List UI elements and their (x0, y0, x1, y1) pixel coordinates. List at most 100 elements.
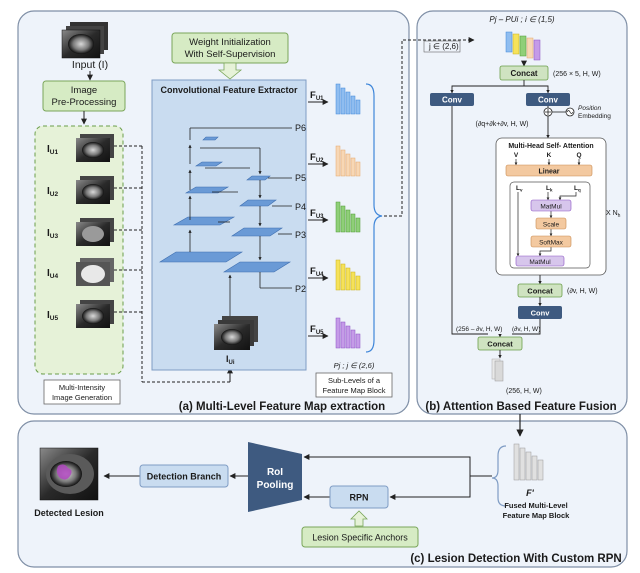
sublevel-label-box (315, 372, 393, 398)
lk-label: Lk (546, 185, 553, 193)
fused-brace (491, 445, 507, 507)
pyramid-level-labels: P6 P5 P4 P3 P2 (295, 123, 306, 294)
linear-label: Linear (538, 169, 559, 176)
conv2-box (518, 306, 562, 319)
svg-text:FU1: FU1 (310, 90, 324, 102)
weight-line2: With Self-Supervision (185, 49, 276, 60)
matmul-label: MatMul (540, 204, 562, 211)
linear-box (505, 164, 593, 177)
fusion-output-block (491, 358, 504, 382)
matmul-box (530, 199, 572, 212)
roi-pooling-shape (248, 442, 302, 512)
concat2-label: Concat (527, 287, 553, 296)
svg-text:IU3: IU3 (47, 228, 58, 240)
multi-intensity-label-box (43, 379, 121, 405)
feature-block-u4 (335, 259, 361, 291)
svg-text:P3: P3 (295, 230, 306, 240)
detected-label: Detected Lesion (34, 508, 104, 518)
conv-left-label: Conv (442, 96, 463, 105)
intensity-labels: IU1 IU2 IU3 IU4 IU5 (47, 144, 58, 322)
svg-text:P4: P4 (295, 202, 306, 212)
xn-label: X Nh (606, 210, 621, 219)
svg-text:FU4: FU4 (310, 266, 324, 278)
out-dim: (256, H, W) (506, 388, 542, 395)
ui-image-stack (214, 316, 258, 350)
matmul2-label: MatMul (529, 259, 551, 266)
intensity-image-u4 (76, 258, 114, 286)
intensity-image-u1 (76, 134, 114, 162)
feature-block-u5 (335, 317, 361, 349)
pyramid-right (222, 175, 292, 273)
lv-label: Lv (516, 185, 523, 193)
svg-text:IU2: IU2 (47, 186, 58, 198)
sublevel-line2: Feature Map Block (323, 386, 386, 395)
conv-box-right (526, 93, 570, 106)
concat-label: Concat (510, 69, 537, 78)
feature-brace (365, 83, 383, 353)
anchors-box (301, 526, 419, 548)
fprime-label: F' (526, 488, 534, 498)
detected-lesion-image (39, 447, 99, 501)
pyramid-left (158, 136, 244, 263)
sublevel-line1: Sub-Levels of a (328, 376, 381, 385)
dim-v2: (∂v, H, W) (512, 326, 540, 333)
conv-box-left (430, 93, 474, 106)
dim-left: (256 – ∂v, H, W) (456, 326, 502, 333)
j-range: j ∈ (2,6) (428, 42, 459, 51)
pyramid-arrows (188, 127, 292, 318)
fusion-input-block (505, 31, 541, 61)
dims-qkv: (∂q+∂k+∂v, H, W) (475, 121, 528, 128)
svg-text:P6: P6 (295, 123, 306, 133)
dim-v1: (∂v, H, W) (567, 288, 598, 295)
svg-text:IU1: IU1 (47, 144, 58, 156)
intensity-image-u3 (76, 218, 114, 246)
fused-line2: Feature Map Block (503, 511, 571, 520)
fu-labels: FU1 FU2 FU3 FU4 FU5 (310, 90, 324, 336)
preproc-line2: Pre-Processing (52, 97, 117, 108)
scale-label: Scale (543, 222, 560, 229)
roi-line2: Pooling (257, 480, 294, 491)
ui-label: IUi (226, 354, 235, 366)
svg-text:FU3: FU3 (310, 208, 324, 220)
multi-line1: Multi-Intensity (59, 383, 106, 392)
conv-right-label: Conv (538, 96, 559, 105)
svg-text:IU5: IU5 (47, 310, 58, 322)
input-ct-stack (61, 22, 108, 59)
to-fusion-arrow (384, 37, 475, 217)
svg-text:FU2: FU2 (310, 152, 324, 164)
svg-text:P2: P2 (295, 284, 306, 294)
intensity-image-u5 (76, 300, 114, 328)
position-line2: Embedding (578, 113, 611, 120)
mhsa-title: Multi-Head Self- Attention (508, 143, 593, 150)
extractor-title: Convolutional Feature Extractor (160, 85, 298, 95)
roi-line1: RoI (267, 467, 283, 478)
fused-line1: Fused Multi-Level (504, 501, 567, 510)
multi-line2: Image Generation (52, 393, 112, 402)
weight-line1: Weight Initialization (189, 37, 271, 48)
intensity-image-u2 (76, 176, 114, 204)
conv2-label: Conv (531, 309, 551, 318)
panel-c-frame (17, 420, 628, 568)
svg-text:IU4: IU4 (47, 268, 58, 280)
top-formula: Pj – PUi ; i ∈ (1,5) (489, 15, 555, 24)
j-range-box (423, 40, 461, 53)
anchors-label: Lesion Specific Anchors (312, 533, 408, 543)
k-label: K (547, 152, 552, 159)
panel-a-title: (a) Multi-Level Feature Map extraction (179, 401, 385, 413)
intensity-images (76, 134, 114, 328)
fu-arrows (308, 99, 329, 339)
svg-text:P5: P5 (295, 173, 306, 183)
weight-init-arrow (217, 62, 243, 80)
multi-intensity-box (34, 125, 124, 375)
svg-text:FU5: FU5 (310, 324, 324, 336)
fused-feature-block (513, 443, 544, 481)
feature-block-u1 (335, 83, 361, 115)
feature-block-u3 (335, 201, 361, 233)
rpn-box (329, 485, 389, 509)
detection-branch-box (139, 464, 229, 488)
softmax-box (530, 235, 572, 248)
feature-blocks (335, 83, 361, 349)
input-label: Input (I) (72, 59, 108, 71)
concat-dim: (256 × 5, H, W) (553, 71, 601, 78)
v-label: V (514, 152, 519, 159)
